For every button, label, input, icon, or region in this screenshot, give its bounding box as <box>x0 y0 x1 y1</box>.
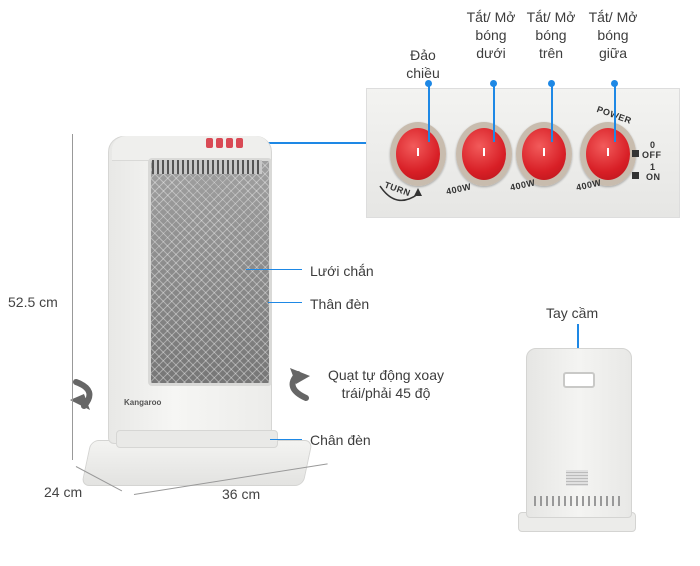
pointer-line-top <box>551 84 553 142</box>
depth-dimension: 24 cm <box>44 484 83 500</box>
middle-bulb-label: Tắt/ Mở bóng giữa <box>588 9 638 61</box>
height-dimension-line <box>72 134 73 460</box>
width-dimension: 36 cm <box>222 486 261 502</box>
grill-pointer-line <box>246 269 302 270</box>
on-bulb-icon <box>632 172 639 179</box>
middle-bulb-switch[interactable] <box>580 122 636 186</box>
body-label: Thân đèn <box>310 296 370 312</box>
body-pointer-line <box>268 302 302 303</box>
pointer-dot-bottom <box>490 80 497 87</box>
reverse-label: Đảo chiều <box>406 47 440 81</box>
pointer-dot-top <box>548 80 555 87</box>
grill-label: Lưới chắn <box>310 263 374 279</box>
rear-sticker <box>566 470 588 486</box>
on-number: 1 <box>650 162 656 172</box>
heater-button-3 <box>226 138 233 148</box>
rotate-left-icon <box>70 379 93 410</box>
heater-button-1 <box>206 138 213 148</box>
top-bulb-switch[interactable] <box>516 122 572 186</box>
bottom-bulb-switch[interactable] <box>456 122 512 186</box>
reverse-switch[interactable] <box>390 122 446 186</box>
heater-button-2 <box>216 138 223 148</box>
heater-top-vent <box>152 160 262 174</box>
pointer-dot-reverse <box>425 80 432 87</box>
heater-grill <box>148 158 272 386</box>
heater-brand: Kangaroo <box>124 398 162 407</box>
oscillation-label: Quạt tự động xoay trái/phải 45 độ <box>328 367 444 401</box>
base-label: Chân đèn <box>310 432 371 448</box>
base-pointer-line <box>270 439 302 440</box>
turn-arrow-icon <box>379 185 422 202</box>
off-bulb-icon <box>632 150 639 157</box>
handle-label: Tay cầm <box>546 305 599 321</box>
pointer-line-reverse <box>428 84 430 142</box>
top-bulb-label: Tắt/ Mở bóng trên <box>526 9 576 61</box>
rotate-right-icon <box>289 368 310 401</box>
height-dimension: 52.5 cm <box>8 294 58 310</box>
heater-foot <box>116 430 278 448</box>
heater-button-4 <box>236 138 243 148</box>
pointer-dot-middle <box>611 80 618 87</box>
bottom-bulb-label: Tắt/ Mở bóng dưới <box>466 9 516 61</box>
heater-top <box>112 136 270 161</box>
on-label: ON <box>646 172 661 182</box>
off-label: OFF <box>642 150 662 160</box>
pointer-line-middle <box>614 84 616 142</box>
pointer-line-bottom <box>493 84 495 142</box>
rear-handle <box>563 372 595 388</box>
rear-vents <box>534 496 622 506</box>
panel-link-line <box>244 142 366 144</box>
off-number: 0 <box>650 140 656 150</box>
